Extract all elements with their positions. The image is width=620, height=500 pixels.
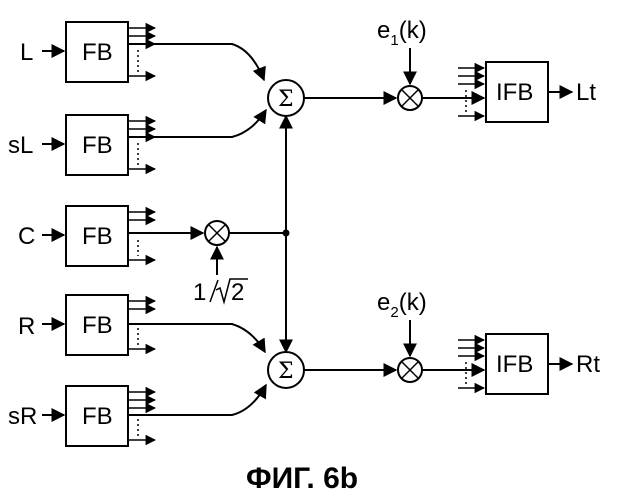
input-label-R: R bbox=[18, 313, 35, 340]
weight-e2-base: e bbox=[377, 289, 390, 316]
svg-text:e1(k): e1(k) bbox=[377, 17, 427, 49]
center-gain-multiplier bbox=[205, 221, 229, 245]
filterbank-block-R: FB bbox=[66, 295, 128, 355]
output-label-Rt: Rt bbox=[576, 351, 600, 378]
fb-label: FB bbox=[82, 39, 113, 66]
summer-top: Σ bbox=[268, 80, 304, 116]
ifb-inputs-bottom bbox=[458, 340, 484, 388]
output-label-Lt: Lt bbox=[576, 79, 596, 106]
subband-outputs-sL bbox=[128, 121, 155, 169]
ifb-inputs-top bbox=[458, 68, 484, 116]
connector-R-to-sum-bottom bbox=[128, 324, 265, 352]
weight-e2-subscript: 2 bbox=[390, 304, 398, 321]
summer-bottom: Σ bbox=[268, 352, 304, 388]
filterbank-block-sR: FB bbox=[66, 386, 128, 446]
fb-label: FB bbox=[82, 312, 113, 339]
input-label-sR: sR bbox=[8, 403, 37, 430]
fb-label: FB bbox=[82, 132, 113, 159]
ifb-label: IFB bbox=[496, 79, 533, 106]
weight-multiplier-bottom bbox=[398, 358, 422, 382]
weight-e2-arg: (k) bbox=[399, 289, 427, 316]
subband-outputs-L bbox=[128, 28, 155, 76]
weight-e1-subscript: 1 bbox=[390, 32, 398, 49]
summer-symbol: Σ bbox=[278, 87, 294, 112]
gain-label: 1 2 bbox=[193, 279, 248, 306]
inverse-filterbank-top: IFB bbox=[486, 62, 548, 122]
connector-L-to-sum-top bbox=[128, 44, 264, 80]
gain-numerator: 1 bbox=[193, 279, 206, 306]
weight-e1-base: e bbox=[377, 17, 390, 44]
ifb-label: IFB bbox=[496, 351, 533, 378]
input-label-C: C bbox=[18, 223, 35, 250]
input-label-L: L bbox=[20, 39, 33, 66]
weight-e1-arg: (k) bbox=[399, 17, 427, 44]
filterbank-block-C: FB bbox=[66, 206, 128, 266]
inverse-filterbank-bottom: IFB bbox=[486, 334, 548, 394]
weight-label-e2: e2(k) bbox=[377, 289, 427, 321]
figure-caption: ФИГ. 6b bbox=[246, 462, 358, 495]
connector-sL-to-sum-top bbox=[128, 110, 266, 137]
filterbank-block-L: FB bbox=[66, 22, 128, 82]
filterbank-block-sL: FB bbox=[66, 115, 128, 175]
fb-label: FB bbox=[82, 223, 113, 250]
subband-outputs-C bbox=[128, 212, 155, 260]
gain-radicand: 2 bbox=[231, 279, 244, 306]
input-label-sL: sL bbox=[8, 132, 33, 159]
weight-multiplier-top bbox=[398, 86, 422, 110]
summer-symbol: Σ bbox=[278, 359, 294, 384]
weight-label-e1: e1(k) bbox=[377, 17, 427, 49]
svg-text:e2(k): e2(k) bbox=[377, 289, 427, 321]
fb-label: FB bbox=[82, 403, 113, 430]
